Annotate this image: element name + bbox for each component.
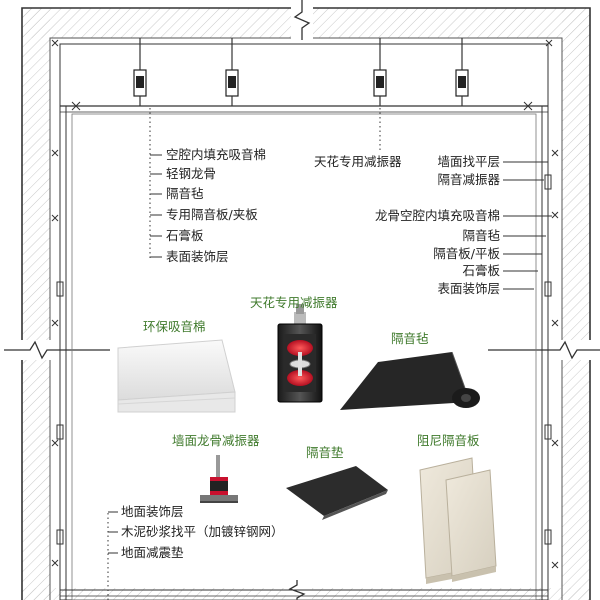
label-right-felt: 隔音毡 xyxy=(462,228,500,243)
label-right-board: 隔音板/平板 xyxy=(433,246,500,261)
label-right-gypsum: 石膏板 xyxy=(462,263,500,278)
label-floor-finish: 地面装饰层 xyxy=(121,504,184,519)
ceiling-hangers xyxy=(133,38,469,106)
label-gypsum: 石膏板 xyxy=(166,228,204,243)
room-shell xyxy=(51,39,553,600)
caption-sound-pad: 隔音垫 xyxy=(306,445,344,460)
label-finish-layer: 表面装饰层 xyxy=(166,249,229,264)
label-special-board: 专用隔音板/夹板 xyxy=(166,207,258,222)
label-sound-isolator: 隔音减振器 xyxy=(437,172,500,187)
leader-lines xyxy=(107,108,552,600)
caption-ceiling-damper: 天花专用减振器 xyxy=(250,295,338,310)
sound-pad-image xyxy=(286,466,388,520)
caption-wall-damper: 墙面龙骨减振器 xyxy=(172,433,260,448)
wall-isolator-markers xyxy=(51,149,559,569)
ceiling-damper-image xyxy=(277,304,323,403)
damping-board-image xyxy=(419,457,497,584)
label-cavity-wool: 空腔内填充吸音棉 xyxy=(166,147,267,162)
caption-damping-board: 阻尼隔音板 xyxy=(417,433,480,448)
label-ceiling-damper: 天花专用减振器 xyxy=(314,154,402,169)
label-floor-mortar: 木泥砂浆找平（加镀锌钢网） xyxy=(121,524,284,539)
label-right-finish: 表面装饰层 xyxy=(437,281,500,296)
absorbing-wool-image xyxy=(117,339,236,413)
sound-felt-image xyxy=(340,351,480,410)
label-steel-keel: 轻钢龙骨 xyxy=(166,166,217,181)
label-wall-leveling: 墙面找平层 xyxy=(437,154,500,169)
caption-absorbing-wool: 环保吸音棉 xyxy=(143,319,206,334)
wall-damper-image xyxy=(200,455,238,503)
caption-sound-felt: 隔音毡 xyxy=(391,331,429,346)
label-floor-pad: 地面减震垫 xyxy=(121,545,184,560)
label-keel-cavity-wool: 龙骨空腔内填充吸音棉 xyxy=(374,208,500,223)
label-sound-felt: 隔音毡 xyxy=(166,186,204,201)
